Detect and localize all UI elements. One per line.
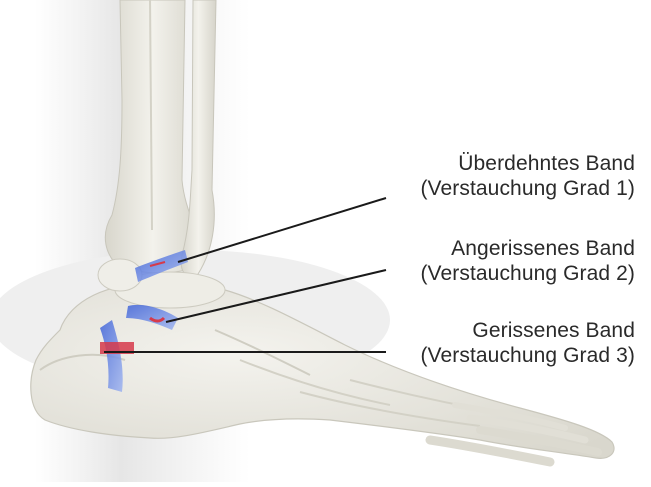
label-grade-3-title: Gerissenes Band xyxy=(375,318,635,343)
label-grade-2: Angerissenes Band (Verstauchung Grad 2) xyxy=(375,236,635,286)
label-grade-2-subtitle: (Verstauchung Grad 2) xyxy=(375,261,635,286)
label-grade-2-title: Angerissenes Band xyxy=(375,236,635,261)
label-grade-3-subtitle: (Verstauchung Grad 3) xyxy=(375,343,635,368)
label-grade-1-title: Überdehntes Band xyxy=(375,151,635,176)
label-grade-1: Überdehntes Band (Verstauchung Grad 1) xyxy=(375,151,635,201)
label-grade-3: Gerissenes Band (Verstauchung Grad 3) xyxy=(375,318,635,368)
label-grade-1-subtitle: (Verstauchung Grad 1) xyxy=(375,176,635,201)
